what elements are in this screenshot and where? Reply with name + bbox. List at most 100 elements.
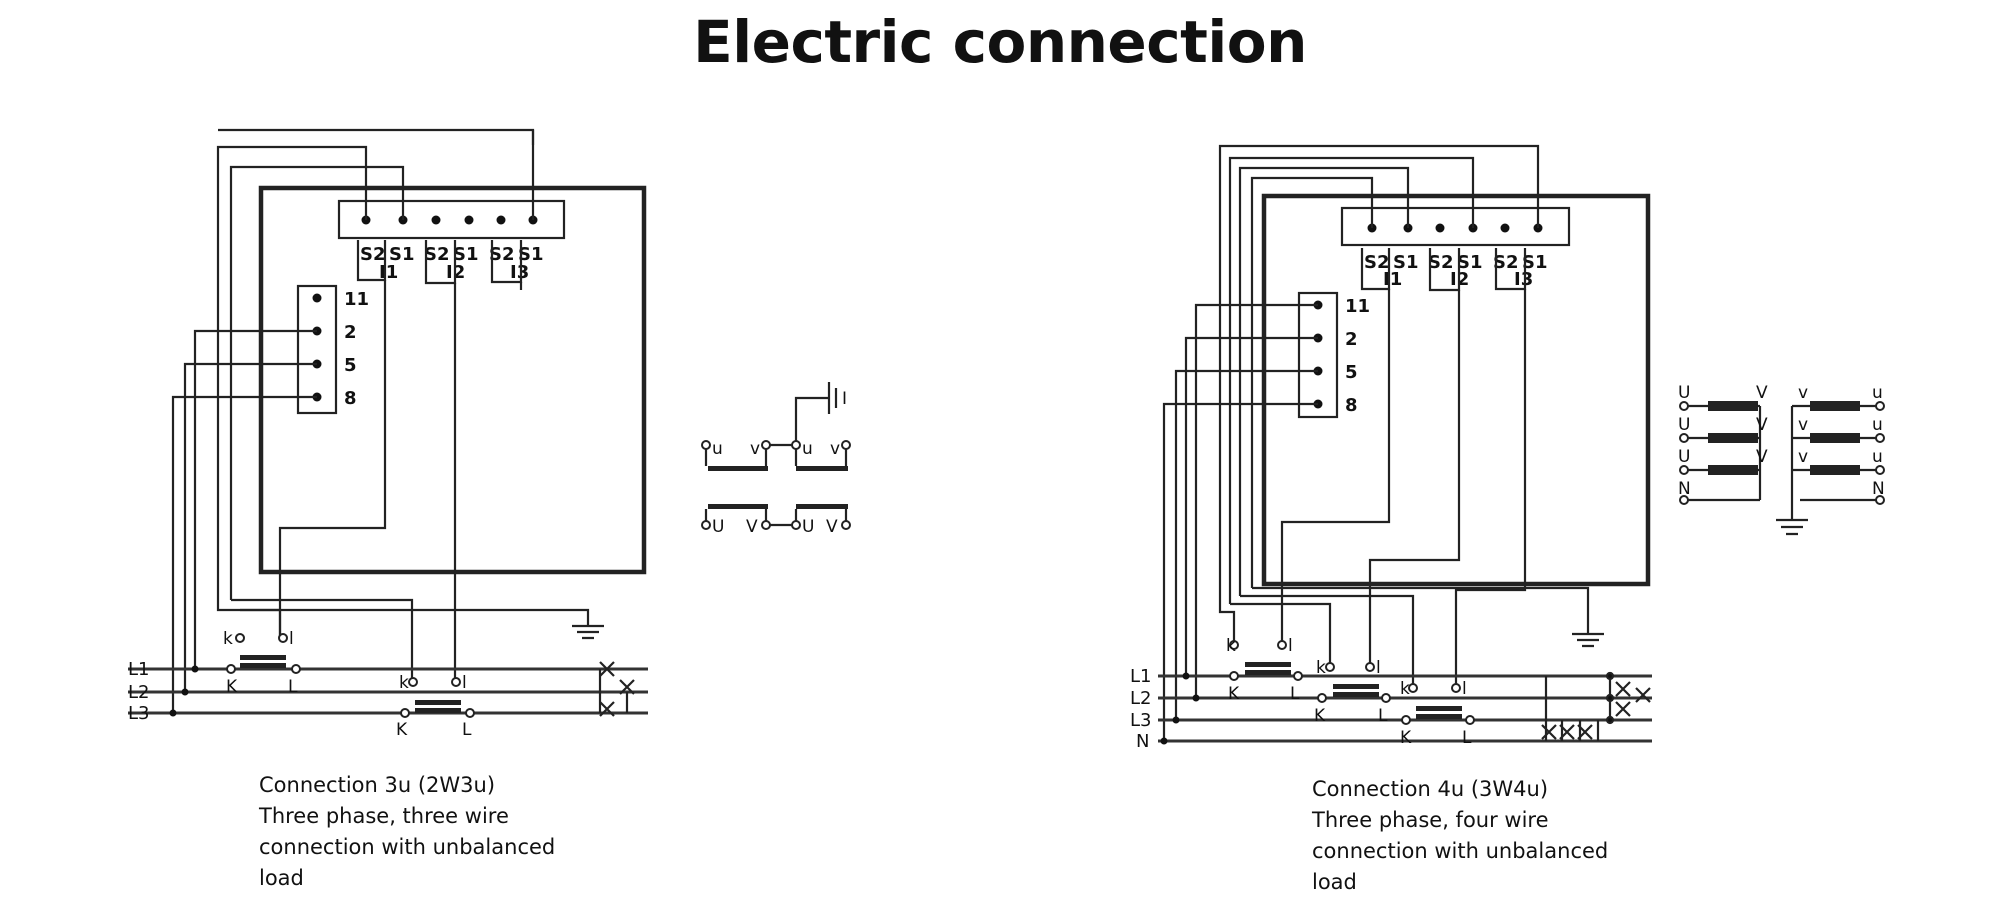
current-transformer-2: k l K L [1314,658,1391,726]
svg-text:U: U [712,517,724,537]
svg-text:u: u [1872,383,1883,403]
line-label: L1 [1130,666,1151,687]
svg-text:k: k [399,673,409,693]
svg-text:v: v [1798,383,1808,403]
voltage-terminal-label: 2 [344,322,357,343]
voltage-terminal-label: 5 [1345,362,1358,383]
svg-text:k: k [1226,636,1236,656]
svg-text:K: K [226,677,238,697]
caption-line: connection with unbalanced [259,835,556,859]
svg-text:U: U [802,517,814,537]
ct-terminal-label: S2 [489,244,515,265]
voltage-transformer-4u: U U U N V V V v v v u u u N [1678,383,1885,536]
line-label: L2 [128,682,149,703]
line-label: N [1136,731,1149,752]
ct-terminal-label: S1 [1522,252,1548,273]
meter-housing [258,185,647,575]
svg-text:l: l [1376,658,1381,678]
svg-text:V: V [1756,415,1768,435]
svg-text:l: l [289,629,294,649]
ct-group-label: I1 [379,262,398,283]
svg-text:v: v [1798,415,1808,435]
svg-text:k: k [223,629,233,649]
caption-line: Connection 3u (2W3u) [259,773,496,797]
svg-text:K: K [1314,706,1326,726]
voltage-terminal-block [1297,291,1339,419]
ct-terminal-label: S2 [1493,252,1519,273]
voltage-terminal-label: 2 [1345,329,1358,350]
line-label: L1 [128,659,149,680]
caption-line: connection with unbalanced [1312,839,1609,863]
page-title: Electric connection [693,8,1307,76]
svg-text:L: L [1378,706,1388,726]
svg-text:v: v [750,439,760,459]
current-transformer-2: k l K L [396,673,475,740]
caption-line: Three phase, four wire [1312,808,1549,832]
svg-text:u: u [802,439,813,459]
diagram-3u: S2 S1 S2 S1 S2 S1 I1 I2 I3 11 2 5 8 [128,128,648,740]
caption-line: Three phase, three wire [259,804,509,828]
svg-text:K: K [1400,728,1412,748]
fuse-marks [1541,671,1651,741]
line-label: L3 [128,703,149,724]
svg-text:N: N [1872,479,1885,499]
ct-terminal-label: S1 [1457,252,1483,273]
svg-text:V: V [1756,447,1768,467]
svg-text:l: l [1288,636,1293,656]
svg-text:u: u [1872,447,1883,467]
svg-text:L: L [1290,684,1300,704]
ct-terminal-label: S2 [360,244,386,265]
voltage-terminal-label: 11 [1345,296,1370,317]
svg-text:k: k [1316,658,1326,678]
svg-text:K: K [1228,684,1240,704]
svg-text:V: V [826,517,838,537]
svg-text:V: V [746,517,758,537]
voltage-terminal-label: 5 [344,355,357,376]
ground-symbol [1572,628,1604,648]
svg-text:v: v [1798,447,1808,467]
diagram-4u: S2 S1 S2 S1 S2 S1 I1 I2 I3 11 2 5 8 [1130,144,1652,752]
current-terminal-block [337,199,566,240]
svg-text:I: I [842,389,847,409]
svg-text:V: V [1756,383,1768,403]
svg-text:v: v [830,439,840,459]
meter-housing [1261,193,1651,587]
line-label: L2 [1130,688,1151,709]
caption-4u: Connection 4u (3W4u) Three phase, four w… [1312,774,1608,898]
line-label: L3 [1130,710,1151,731]
svg-text:U: U [1678,383,1690,403]
ct-group-label: I3 [1514,269,1533,290]
svg-text:N: N [1678,479,1691,499]
caption-line: load [259,866,304,890]
voltage-terminal-label: 8 [1345,395,1358,416]
svg-text:K: K [396,720,408,740]
svg-text:l: l [462,673,467,693]
voltage-transformer-3u: I u v u v U V U V [701,382,851,537]
ct-terminal-label: S1 [389,244,415,265]
voltage-terminal-block [296,284,338,415]
ct-terminal-label: S1 [453,244,479,265]
svg-text:u: u [1872,415,1883,435]
voltage-terminal-label: 8 [344,388,357,409]
caption-3u: Connection 3u (2W3u) Three phase, three … [259,770,555,894]
caption-line: load [1312,870,1357,894]
svg-text:k: k [1400,679,1410,699]
ct-group-label: I3 [510,262,529,283]
current-transformer-1: k l K L [1226,636,1303,704]
ct-terminal-label: S2 [1428,252,1454,273]
ct-terminal-label: S1 [518,244,544,265]
current-terminal-dots [361,215,538,225]
svg-text:U: U [1678,415,1690,435]
current-transformer-3: k l K L [1400,679,1475,748]
svg-text:l: l [1462,679,1467,699]
current-terminal-block [1340,206,1571,247]
ct-terminal-label: S1 [1393,252,1419,273]
voltage-terminal-label: 11 [344,289,369,310]
svg-text:u: u [712,439,723,459]
ct-terminal-label: S2 [1364,252,1390,273]
current-transformer-1: k l K L [223,629,301,697]
caption-line: Connection 4u (3W4u) [1312,777,1549,801]
ground-symbol [572,620,604,640]
svg-text:L: L [288,677,298,697]
